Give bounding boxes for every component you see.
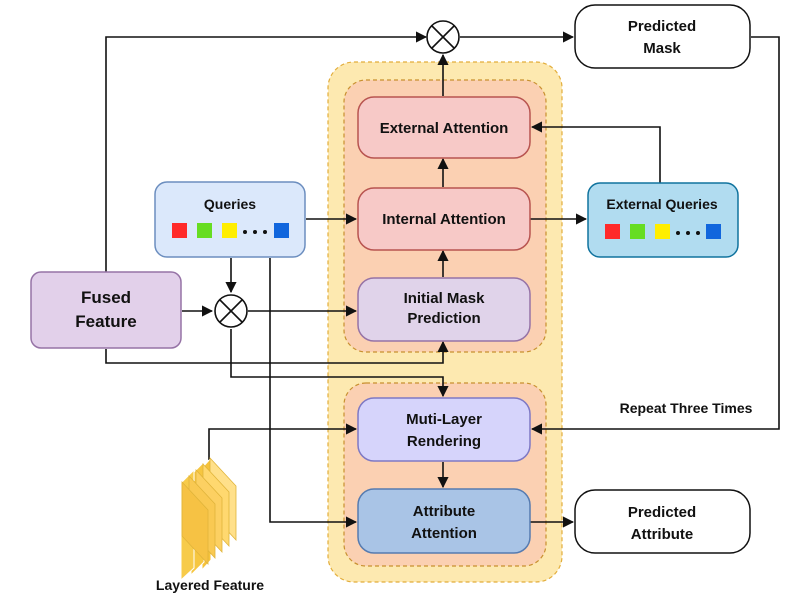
fused-to-initial-mask-line	[105, 340, 449, 364]
initial-mask-label-1: Initial Mask	[404, 290, 486, 307]
query-token-yellow	[222, 223, 237, 238]
query-token-red	[172, 223, 187, 238]
multi-layer-rendering-node: Muti-Layer Rendering	[357, 397, 531, 462]
internal-attention-node: Internal Attention	[357, 187, 531, 251]
query-token-blue	[274, 223, 289, 238]
multi-layer-label-2: Rendering	[407, 433, 481, 450]
predicted-mask-node: Predicted Mask	[574, 4, 751, 69]
repeat-three-times-label: Repeat Three Times	[620, 400, 753, 416]
internal-attention-label: Internal Attention	[382, 211, 506, 228]
left-multiply-operator	[214, 294, 248, 328]
connectors	[105, 31, 780, 528]
external-token-green	[630, 224, 645, 239]
query-token-green	[197, 223, 212, 238]
layered-feature-to-rendering-line	[208, 423, 358, 460]
fused-to-top-multiply-line	[105, 31, 428, 272]
initial-mask-prediction-node: Initial Mask Prediction	[357, 277, 531, 342]
external-token-blue	[706, 224, 721, 239]
fused-feature-label-1: Fused	[81, 288, 131, 307]
attribute-attention-label-2: Attention	[411, 525, 477, 542]
external-queries-label: External Queries	[606, 196, 717, 212]
attribute-attention-label-1: Attribute	[413, 503, 476, 520]
predicted-mask-label-1: Predicted	[628, 18, 696, 35]
external-attention-node: External Attention	[357, 96, 531, 159]
layered-feature-label: Layered Feature	[156, 577, 264, 593]
predicted-attribute-label-2: Attribute	[631, 526, 694, 543]
top-multiply-operator	[426, 20, 460, 54]
layered-feature-stack	[180, 456, 237, 582]
external-token-red	[605, 224, 620, 239]
external-attention-label: External Attention	[380, 120, 509, 137]
external-queries-to-external-attention-arrow	[530, 121, 661, 183]
fused-feature-node: Fused Feature	[30, 271, 182, 349]
initial-mask-label-2: Prediction	[407, 310, 480, 327]
repeat-loop-line	[530, 36, 780, 435]
fused-feature-label-2: Feature	[75, 312, 136, 331]
external-queries-node: External Queries	[587, 182, 739, 258]
multiply-to-rendering-line	[230, 329, 449, 398]
queries-label: Queries	[204, 196, 256, 212]
external-token-yellow	[655, 224, 670, 239]
attribute-attention-node: Attribute Attention	[357, 488, 531, 554]
multi-layer-label-1: Muti-Layer	[406, 411, 482, 428]
predicted-mask-label-2: Mask	[643, 40, 681, 57]
predicted-attribute-node: Predicted Attribute	[574, 489, 751, 554]
queries-node: Queries	[154, 181, 306, 258]
predicted-attribute-label-1: Predicted	[628, 504, 696, 521]
queries-to-attribute-attention-line	[269, 258, 358, 528]
